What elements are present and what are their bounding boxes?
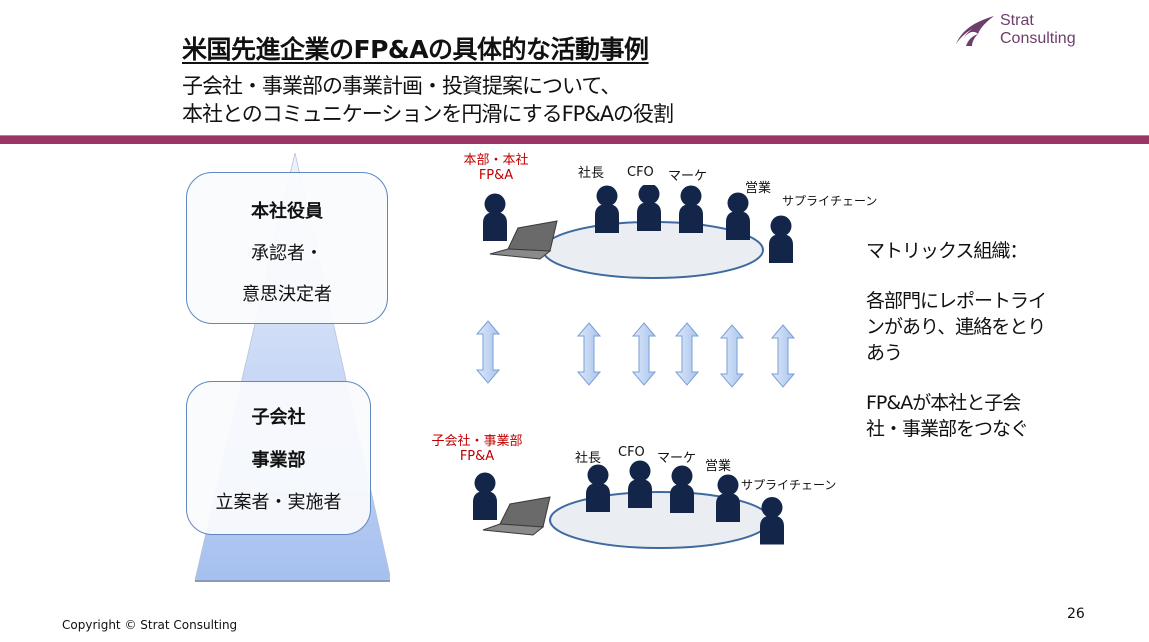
- hq-fpa-label-line-1: 本部・本社: [463, 153, 529, 168]
- hq-participant-marketing: マーケ: [668, 169, 708, 184]
- note-fpa-role: FP&Aが本社と子会社・事業部をつなぐ: [866, 392, 1029, 440]
- laptop-icon: [482, 496, 551, 536]
- double-arrow-vertical-icon: [577, 322, 601, 386]
- person-icon: [628, 460, 652, 508]
- hq-executives-card: 本社役員 承認者・ 意思決定者: [186, 172, 388, 324]
- subsidiary-participant-sales: 営業: [705, 459, 732, 474]
- hq-fpa-label: 本部・本社 FP&A: [458, 149, 534, 183]
- strat-logo-swoosh-icon: [956, 16, 994, 46]
- person-icon: [586, 464, 610, 512]
- double-arrow-vertical-icon: [720, 324, 744, 388]
- subsidiary-heading: 子会社: [251, 407, 306, 428]
- double-arrow-vertical-icon: [476, 320, 500, 384]
- page-number: 26: [1067, 606, 1085, 622]
- hq-fpa-label-line-2: FP&A: [478, 168, 514, 183]
- subsidiary-participant-marketing: マーケ: [657, 451, 697, 466]
- subsidiary-fpa-label-line-2: FP&A: [459, 449, 495, 464]
- person-icon: [473, 472, 497, 520]
- header-band: [0, 135, 1149, 144]
- person-icon: [679, 185, 703, 233]
- subsidiary-fpa-label: 子会社・事業部 FP&A: [425, 430, 529, 464]
- page-title: 米国先進企業のFP&Aの具体的な活動事例: [182, 35, 649, 64]
- logo-line-2: Consulting: [1000, 30, 1076, 47]
- subsidiary-meeting-scene: [473, 460, 784, 549]
- subtitle-line-1: 子会社・事業部の事業計画・投資提案について、: [182, 74, 621, 98]
- laptop-icon: [489, 220, 558, 260]
- double-arrow-vertical-icon: [771, 324, 795, 388]
- subtitle-line-2: 本社とのコミュニケーションを円滑にするFP&Aの役割: [182, 102, 674, 126]
- person-icon: [595, 185, 619, 233]
- planner-implementer-label: 立案者・実施者: [215, 492, 342, 513]
- subsidiary-participant-supply-chain: サプライチェーン: [741, 478, 837, 492]
- business-unit-heading: 事業部: [251, 450, 306, 471]
- person-icon: [726, 192, 750, 240]
- hq-participant-cfo: CFO: [627, 165, 654, 180]
- note-heading: マトリックス組織：: [866, 240, 1028, 262]
- double-arrow-vertical-icon: [632, 322, 656, 386]
- decision-maker-label: 意思決定者: [242, 284, 332, 305]
- person-icon: [769, 215, 793, 263]
- hq-participant-president: 社長: [578, 166, 605, 181]
- person-icon: [483, 193, 507, 241]
- subsidiary-participant-president: 社長: [575, 451, 602, 466]
- copyright-text: Copyright © Strat Consulting: [62, 618, 238, 632]
- subsidiary-card: 子会社 事業部 立案者・実施者: [186, 381, 371, 535]
- person-icon: [670, 465, 694, 513]
- note-reporting-lines: 各部門にレポートラインがあり、連絡をとりあう: [866, 290, 1047, 364]
- person-icon: [760, 497, 784, 545]
- matrix-organization-note: マトリックス組織： 各部門にレポートラインがあり、連絡をとりあう FP&Aが本社…: [866, 238, 1047, 466]
- double-arrow-vertical-icon: [675, 322, 699, 386]
- approver-label: 承認者・: [251, 243, 323, 264]
- hq-participant-sales: 営業: [745, 181, 772, 196]
- hq-meeting-scene: [483, 185, 793, 279]
- logo-text: Strat Consulting: [1000, 12, 1076, 48]
- person-icon: [716, 474, 740, 522]
- hq-participant-supply-chain: サプライチェーン: [782, 194, 878, 208]
- person-icon: [637, 185, 661, 231]
- subsidiary-fpa-label-line-1: 子会社・事業部: [431, 434, 523, 449]
- hq-executives-heading: 本社役員: [251, 201, 323, 222]
- subsidiary-participant-cfo: CFO: [618, 445, 645, 460]
- logo-line-1: Strat: [1000, 12, 1034, 29]
